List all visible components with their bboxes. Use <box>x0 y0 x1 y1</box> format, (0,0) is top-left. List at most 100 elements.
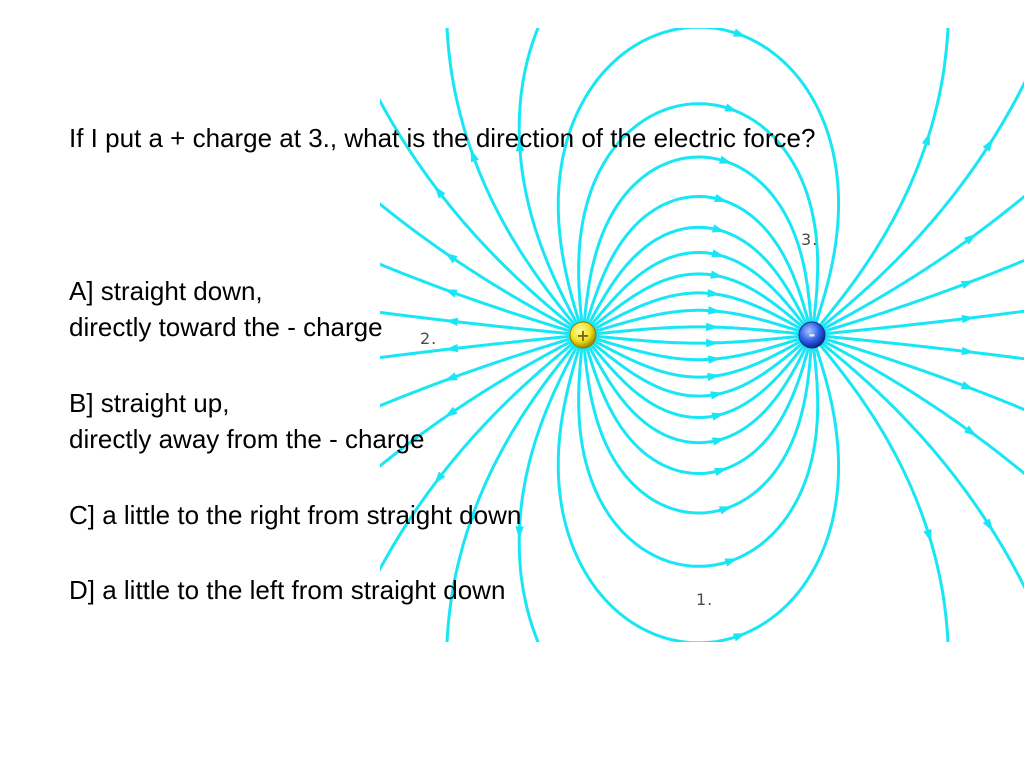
field-arrow <box>961 346 975 356</box>
field-line <box>380 310 571 336</box>
field-arrow <box>732 28 747 37</box>
field-line <box>588 338 812 445</box>
field-line <box>593 291 809 334</box>
field-line <box>594 308 810 336</box>
field-line <box>590 251 812 334</box>
answer-a-line2: directly toward the - charge <box>69 312 383 342</box>
field-line <box>445 344 576 642</box>
field-line <box>517 345 578 642</box>
positive-charge: + <box>569 321 597 349</box>
field-arrow <box>960 280 975 289</box>
field-arrow <box>732 633 747 642</box>
field-arrow <box>960 381 975 390</box>
field-line <box>824 334 1024 361</box>
field-line <box>594 334 810 362</box>
field-arrow <box>711 412 725 421</box>
field-arrow <box>710 270 724 279</box>
field-line <box>593 336 809 379</box>
field-line <box>380 98 574 328</box>
field-arrow <box>714 467 728 476</box>
field-arrow <box>445 317 459 327</box>
field-arrow <box>963 233 977 245</box>
field-arrow <box>707 355 721 364</box>
field-arrow <box>711 249 725 258</box>
field-arrow <box>724 103 738 112</box>
answer-c-line1: C] a little to the right from straight d… <box>69 500 522 530</box>
field-line <box>577 102 820 332</box>
field-arrow <box>445 343 459 353</box>
field-line <box>822 194 1024 330</box>
answer-b[interactable]: B] straight up, directly away from the -… <box>69 385 424 457</box>
field-arrow <box>515 138 525 152</box>
answer-b-line2: directly away from the - charge <box>69 424 425 454</box>
field-line <box>590 336 812 419</box>
field-arrow <box>718 506 733 515</box>
field-line <box>556 339 840 642</box>
field-line <box>819 28 950 326</box>
field-arrow <box>707 288 721 298</box>
field-arrow <box>515 526 524 539</box>
negative-charge: - <box>798 321 826 349</box>
field-arrow <box>714 194 728 203</box>
field-arrow <box>444 372 458 381</box>
field-arrow <box>718 155 733 164</box>
field-line <box>380 202 573 330</box>
field-line <box>445 28 576 326</box>
field-arrow <box>444 289 458 298</box>
field-line <box>380 340 573 468</box>
field-arrow <box>982 518 994 532</box>
answer-b-line1: B] straight up, <box>69 388 230 418</box>
field-line <box>821 80 1024 328</box>
field-arrow <box>963 425 977 437</box>
field-line <box>582 155 814 333</box>
field-line <box>380 342 574 572</box>
field-line <box>380 337 572 408</box>
field-line <box>822 340 1024 476</box>
field-line <box>824 309 1024 336</box>
field-arrow <box>434 185 446 199</box>
answer-d-line1: D] a little to the left from straight do… <box>69 575 506 605</box>
field-line <box>585 195 813 333</box>
field-line <box>588 225 812 332</box>
field-arrow <box>705 322 719 332</box>
field-arrow <box>711 437 726 446</box>
answer-d[interactable]: D] a little to the left from straight do… <box>69 572 505 608</box>
field-line <box>595 325 808 336</box>
field-line <box>517 28 578 325</box>
field-arrow <box>705 338 719 348</box>
answer-c[interactable]: C] a little to the right from straight d… <box>69 497 521 533</box>
field-arrow <box>724 558 738 567</box>
field-line <box>592 272 811 334</box>
field-arrow <box>982 138 994 152</box>
negative-charge-symbol: - <box>809 325 816 344</box>
field-arrows <box>434 28 994 642</box>
field-arrow <box>434 471 446 485</box>
field-line <box>556 28 840 331</box>
field-arrow <box>707 372 721 382</box>
field-arrow <box>470 149 479 163</box>
point-label-3: 3. <box>801 230 819 249</box>
field-arrow <box>961 314 975 324</box>
question-text: If I put a + charge at 3., what is the d… <box>69 123 816 153</box>
field-arrow <box>711 224 726 233</box>
field-arrow <box>444 406 458 418</box>
positive-charge-symbol: + <box>576 326 589 345</box>
field-line <box>823 258 1024 333</box>
answer-a[interactable]: A] straight down, directly toward the - … <box>69 273 383 345</box>
point-label-1: 1. <box>696 590 714 609</box>
field-line <box>595 334 808 345</box>
field-line <box>577 338 820 568</box>
field-arrow <box>707 306 721 315</box>
field-arrow <box>921 132 930 146</box>
field-lines <box>380 28 1024 642</box>
field-line <box>819 344 950 642</box>
field-line <box>582 337 814 515</box>
answer-a-line1: A] straight down, <box>69 276 263 306</box>
field-line <box>585 337 813 475</box>
field-line <box>380 262 572 333</box>
field-line <box>823 337 1024 412</box>
field-arrow <box>923 529 932 543</box>
field-line <box>592 336 811 398</box>
field-arrow <box>444 252 458 264</box>
